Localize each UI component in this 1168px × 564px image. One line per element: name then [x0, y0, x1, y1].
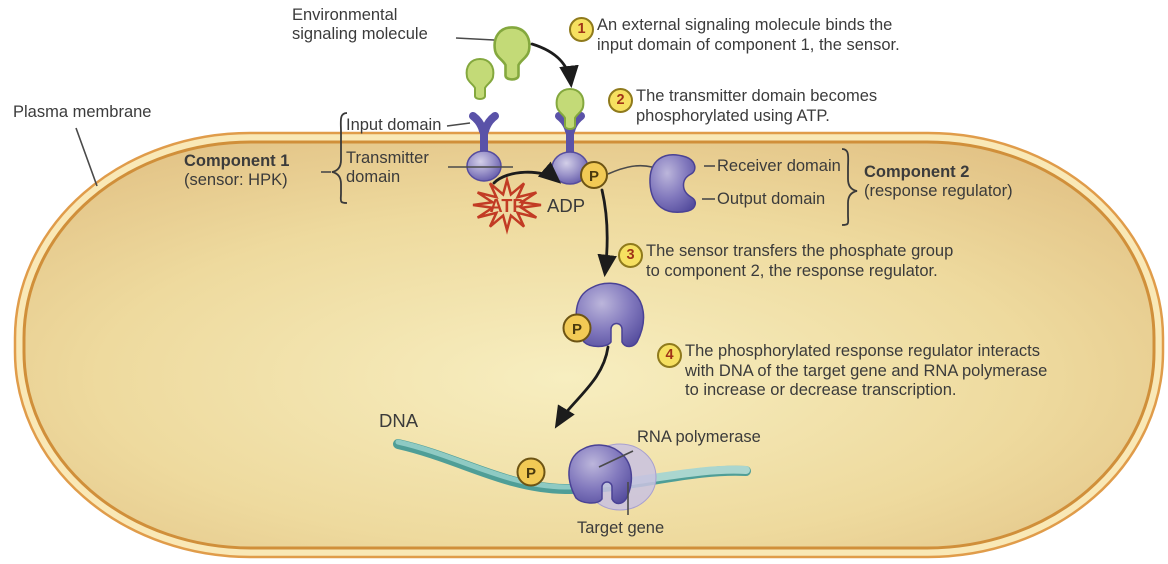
transmitter-domain-label: Transmitter domain: [346, 149, 429, 186]
adp-label: ADP: [547, 195, 586, 216]
component2-blob: [649, 154, 696, 213]
step-2-badge: 2: [608, 88, 633, 113]
svg-text:P: P: [526, 465, 536, 482]
step-3-badge: 3: [618, 243, 643, 268]
component-braces: [331, 112, 858, 226]
atp-starburst-icon: ATP: [472, 175, 542, 235]
flow-arrows: [492, 42, 617, 429]
step-1-badge: 1: [569, 17, 594, 42]
atp-label: ATP: [490, 196, 525, 216]
phosphate-group-icon: P P P: [516, 161, 608, 487]
target-gene-label: Target gene: [577, 519, 665, 537]
component1-receptor-unbound: [466, 112, 502, 182]
receiver-domain-label: Receiver domain: [717, 157, 841, 175]
plasma-membrane-label: Plasma membrane: [13, 103, 152, 121]
output-domain-label: Output domain: [717, 190, 826, 208]
step-1-text: An external signaling molecule binds the…: [597, 16, 900, 54]
signaling-molecule-icon: [465, 26, 585, 130]
response-regulator-on-dna: [568, 444, 633, 505]
component2-label: Component 2 (response regulator): [864, 163, 1013, 200]
step-3-text: The sensor transfers the phosphate group…: [646, 242, 954, 280]
pointer-lines: [75, 37, 715, 515]
step-4-text: The phosphorylated response regulator in…: [685, 342, 1048, 399]
svg-text:P: P: [589, 168, 599, 185]
phosphorylated-response-regulator: [575, 282, 645, 348]
input-domain-label: Input domain: [346, 116, 442, 134]
step-2-text: The transmitter domain becomes phosphory…: [636, 87, 878, 125]
dna-label: DNA: [379, 410, 419, 431]
component1-label: Component 1 (sensor: HPK): [184, 152, 290, 189]
step-4-badge: 4: [657, 343, 682, 368]
svg-text:P: P: [572, 321, 582, 338]
rna-polymerase-label: RNA polymerase: [637, 428, 761, 446]
environmental-signaling-molecule-label: Environmental signaling molecule: [292, 6, 428, 43]
